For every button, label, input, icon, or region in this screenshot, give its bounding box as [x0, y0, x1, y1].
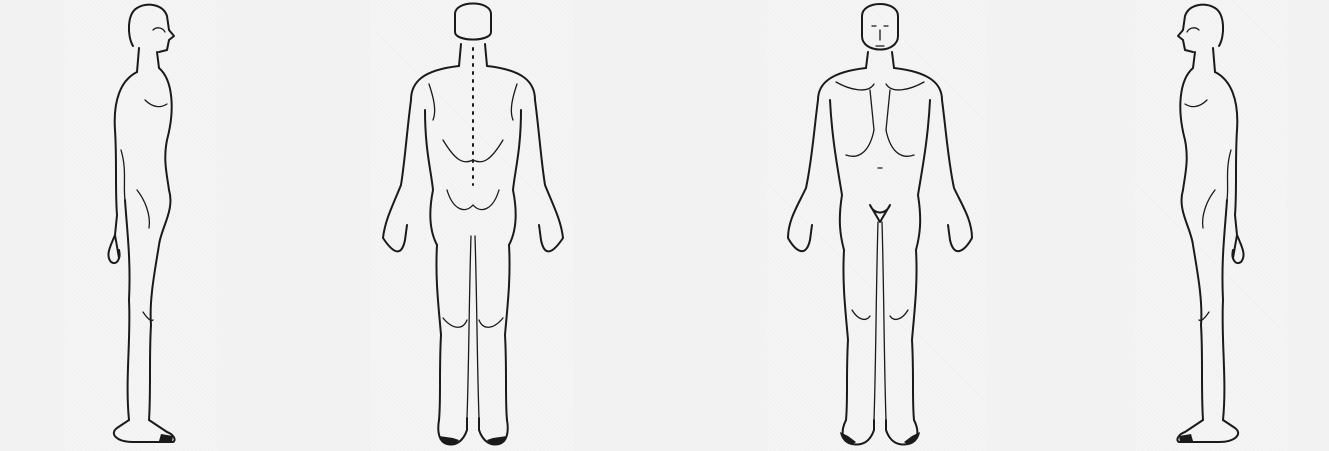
figure-back-panel	[370, 0, 574, 451]
figure-side-right-panel	[65, 0, 217, 451]
figure-side-right	[65, 0, 217, 451]
figure-front	[767, 0, 986, 451]
figure-side-left	[1135, 0, 1287, 451]
figure-front-panel	[767, 0, 986, 451]
figure-back	[370, 0, 574, 451]
figure-side-left-panel	[1135, 0, 1287, 451]
